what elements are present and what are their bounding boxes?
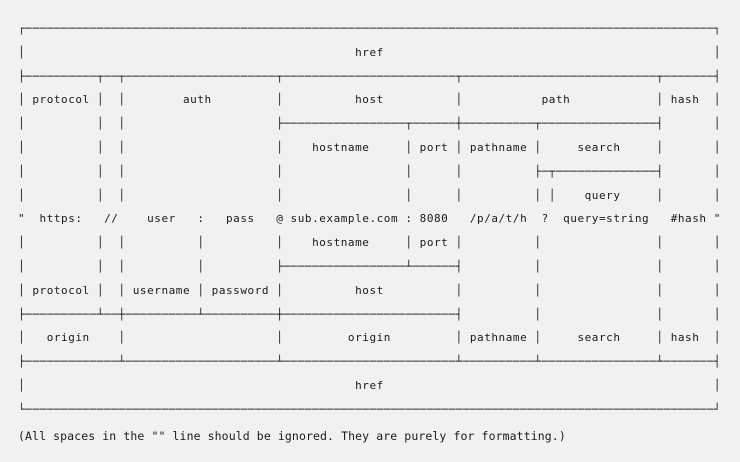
formatting-note: (All spaces in the "" line should be ign… xyxy=(18,428,566,443)
code-block: ┌───────────────────────────────────────… xyxy=(18,22,721,443)
url-structure-diagram: ┌───────────────────────────────────────… xyxy=(18,22,721,416)
